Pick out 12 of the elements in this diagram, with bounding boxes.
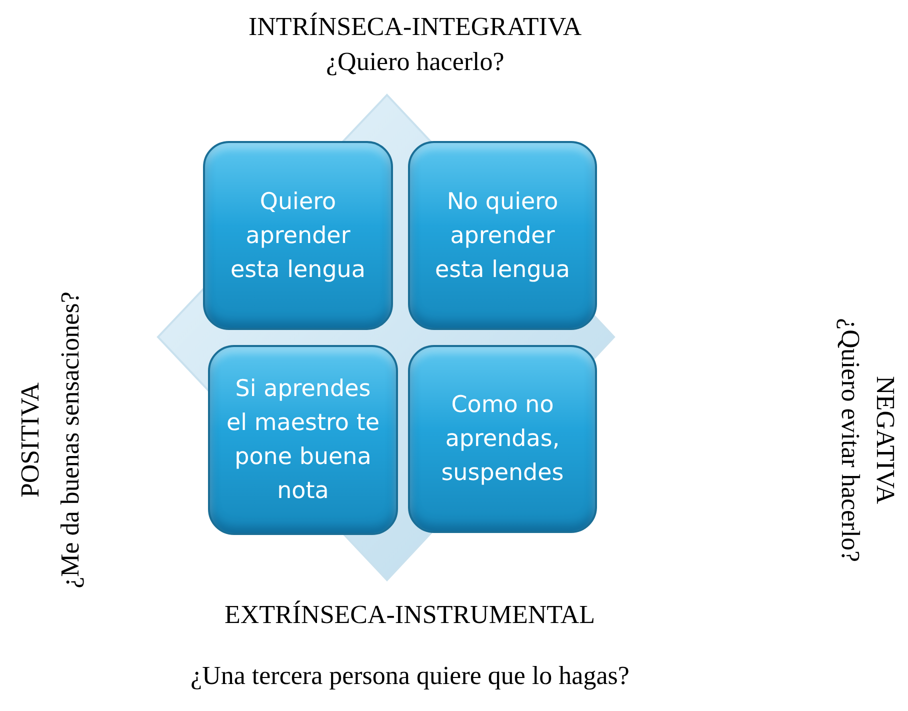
quadrant-box: Quiero aprender esta lengua (203, 141, 393, 330)
axis-title: NEGATIVA (870, 376, 900, 504)
axis-question: ¿Me da buenas sensaciones? (54, 292, 85, 588)
axis-title: EXTRÍNSECA-INSTRUMENTAL (224, 600, 596, 630)
quadrant-box: Si aprendes el maestro te pone buena nota (208, 345, 398, 535)
axis-question: ¿Quiero hacerlo? (326, 47, 504, 77)
axis-question: ¿Quiero evitar hacerlo? (834, 318, 865, 562)
quadrant-box: Como no aprendas, suspendes (408, 345, 597, 533)
quadrant-box: No quiero aprender esta lengua (408, 141, 597, 330)
axis-title: INTRÍNSECA-INTEGRATIVA (248, 12, 582, 42)
axis-title: POSITIVA (15, 382, 46, 498)
axis-question: ¿Una tercera persona quiere que lo hagas? (190, 661, 630, 691)
